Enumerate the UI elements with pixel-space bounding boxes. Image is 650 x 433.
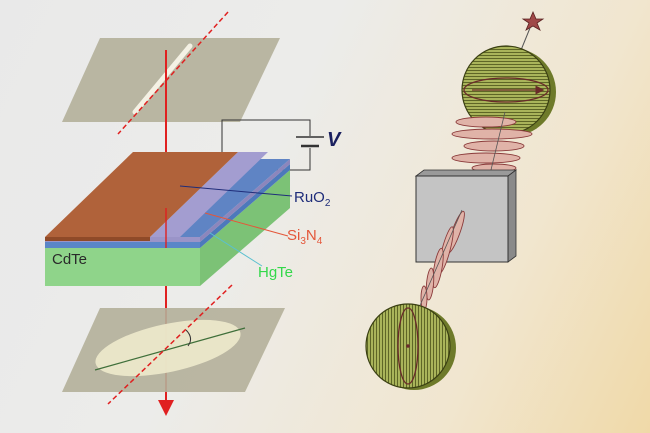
ruo2-label: RuO2 [294,189,331,209]
wave-lobe-3 [463,140,525,152]
top-polarizer-axis [132,43,193,115]
hgte-label: HgTe [258,264,293,281]
sphere-top-polarization-ellipse [463,77,549,103]
heterostructure [45,152,290,286]
faraday-illustration [365,10,556,390]
hgte-leader-line [209,232,263,267]
input-polarizer-sphere [461,45,556,136]
horizontal-wave [451,116,533,173]
wave-axis-top [489,111,506,175]
star-icon [521,10,545,31]
si3n4-label: Si3N4 [287,227,323,247]
polarization-ellipse [95,319,241,377]
top-polarization-dashed-line [117,11,229,135]
rotated-axis-line [94,327,246,371]
top-polarizer [62,11,280,135]
bottom-polarizer [62,284,285,405]
wave-lobe-4 [451,152,521,164]
crystal-side-face [507,169,517,263]
wave-lobe-1 [455,116,517,128]
cdte-side-face [200,170,290,286]
wave-axis-bottom [417,209,463,311]
magneto-optic-crystal [414,169,518,263]
cdte-front-face [45,248,200,286]
ruo2-gate-front [45,237,150,241]
cdte-label: CdTe [52,251,87,268]
rotation-angle-arc [185,329,192,347]
ruo2-gate-top [45,152,238,237]
si3n4-leader-line [204,212,289,237]
bottom-polarization-dashed-line [107,284,233,405]
crystal-top-face [414,169,518,177]
ruo2-leader-line [179,185,293,197]
hgte-side-edge [200,164,290,248]
sphere-bottom-polarization-ellipse [397,307,419,385]
si3n4-side-edge [200,159,290,242]
sphere-bottom-center [406,344,410,348]
wave-lobe-2 [451,128,533,140]
output-analyzer-sphere [365,303,456,390]
rot-lobe-4 [425,267,435,301]
hgte-front-edge [45,242,200,248]
si3n4-top-strip [150,152,268,237]
voltage-label: V [327,129,342,151]
top-polarizer-plate [62,38,280,122]
